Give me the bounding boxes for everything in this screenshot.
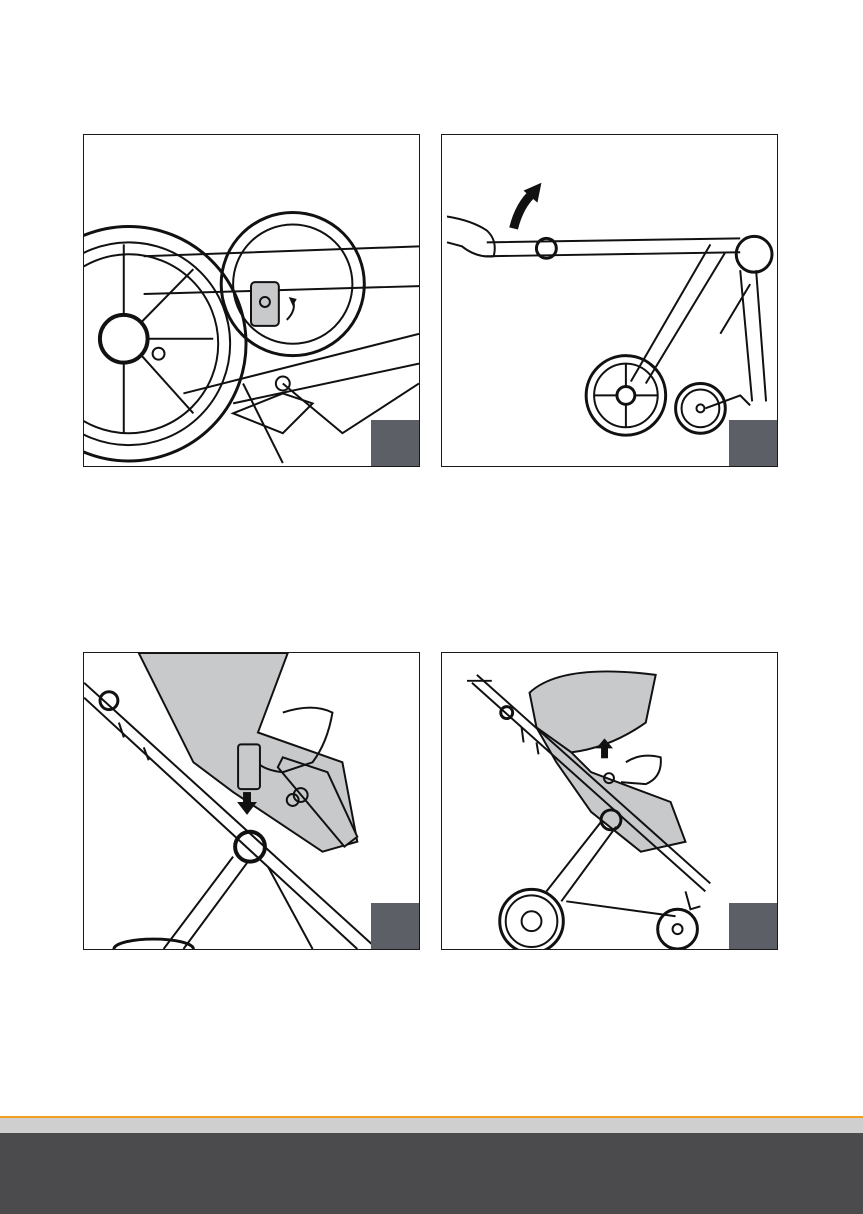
illustration-panel-3: [83, 652, 420, 950]
fold-frame-illustration: [442, 135, 777, 466]
footer-light-band: [0, 1118, 863, 1133]
step-number-box: [729, 420, 777, 466]
step-number-box: [371, 420, 419, 466]
seat-attach-illustration: [84, 653, 419, 949]
illustration-panel-1: [83, 134, 420, 467]
wheel-detail-illustration: [84, 135, 419, 466]
illustration-panel-2: [441, 134, 778, 467]
footer-dark-band: [0, 1133, 863, 1214]
seat-release-illustration: [442, 653, 777, 949]
step-number-box: [371, 903, 419, 949]
step-number-box: [729, 903, 777, 949]
illustration-panel-4: [441, 652, 778, 950]
